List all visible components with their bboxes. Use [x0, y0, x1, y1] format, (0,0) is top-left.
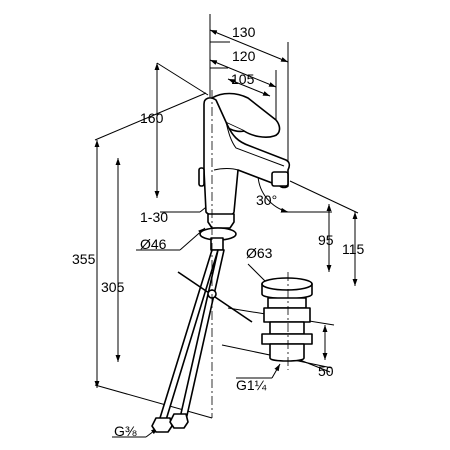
drain-body — [269, 321, 305, 335]
label-95: 95 — [318, 232, 334, 248]
label-355: 355 — [72, 251, 96, 267]
angle-arc-30 — [257, 175, 289, 213]
label-130: 130 — [232, 24, 256, 40]
drain-nut — [263, 307, 311, 323]
label-50: 50 — [318, 363, 334, 379]
faucet-base — [207, 213, 235, 229]
dim-line-105 — [227, 78, 271, 97]
label-diameter-46: Ø46 — [140, 236, 167, 252]
label-115: 115 — [342, 241, 365, 257]
drain-flange — [267, 297, 307, 309]
hose-nut-2 — [169, 413, 189, 429]
aerator — [271, 171, 289, 187]
label-305: 305 — [101, 279, 125, 295]
hose-nut-g3-8 — [151, 417, 173, 433]
dim-line-130 — [209, 29, 289, 63]
label-g1-1-4: G1¼ — [236, 377, 267, 393]
faucet-body — [151, 92, 291, 433]
label-g3-8: G⅜ — [114, 423, 137, 439]
center-lines — [211, 90, 289, 418]
label-1-30: 1-30 — [140, 209, 168, 225]
label-diameter-63: Ø63 — [246, 245, 273, 261]
waste-valve — [261, 277, 313, 362]
label-105: 105 — [231, 71, 255, 87]
label-160: 160 — [140, 110, 164, 126]
label-angle-30: 30° — [256, 192, 277, 208]
pop-up-rod — [198, 167, 205, 187]
label-120: 120 — [232, 48, 256, 64]
mounting-nut — [210, 237, 224, 251]
dimension-labels: 130 120 105 160 1-30 Ø46 30° 95 115 355 … — [72, 24, 365, 439]
drain-tailpiece — [269, 343, 305, 362]
drain-lower-nut — [261, 333, 313, 345]
extension-lines — [94, 14, 359, 419]
faucet-handle — [211, 92, 281, 138]
